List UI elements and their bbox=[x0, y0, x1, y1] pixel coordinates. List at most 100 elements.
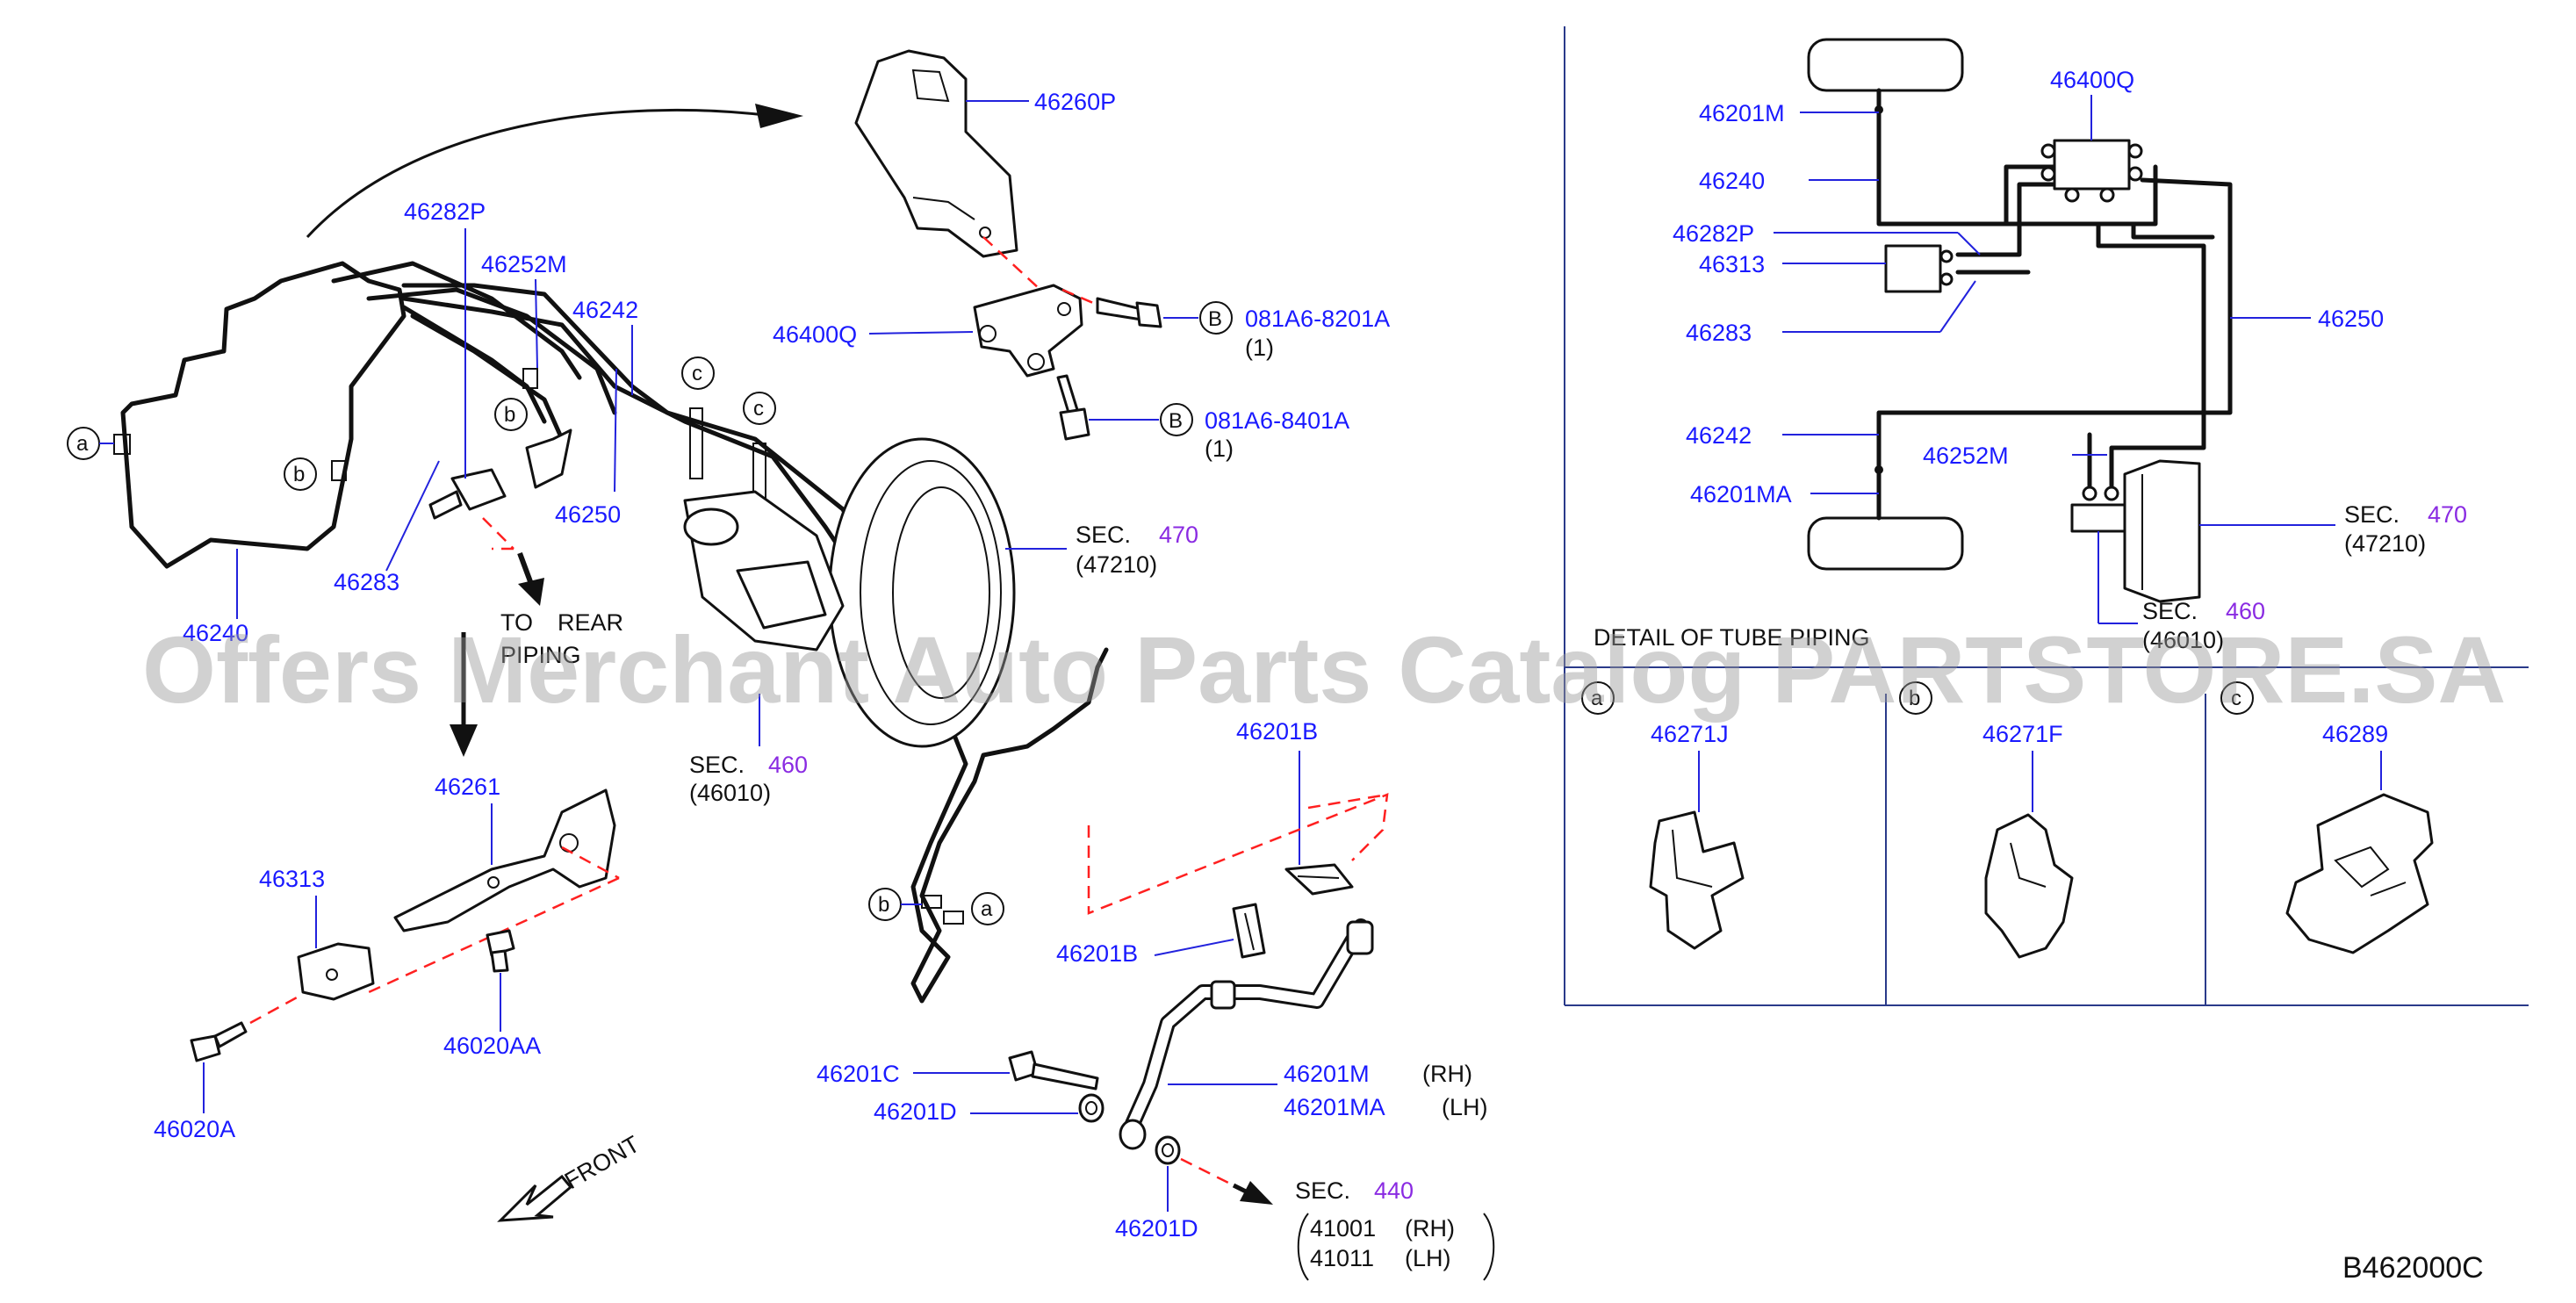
schem-label-46240: 46240 bbox=[1699, 168, 1765, 194]
piping-schematic bbox=[1564, 26, 2529, 1006]
callout-a-hose bbox=[971, 892, 1004, 925]
svg-text:a: a bbox=[76, 432, 89, 456]
front-arrow bbox=[497, 1174, 573, 1222]
svg-text:b: b bbox=[1909, 687, 1920, 710]
schem-label-46201m: 46201M bbox=[1699, 100, 1785, 126]
brake-tubes-main bbox=[120, 261, 1109, 1004]
label-46020a: 46020A bbox=[154, 1116, 235, 1142]
svg-text:41011: 41011 bbox=[1310, 1245, 1374, 1271]
to-sec440-arrow bbox=[1240, 1181, 1273, 1205]
schem-label-46313: 46313 bbox=[1699, 251, 1765, 277]
svg-text:(46010): (46010) bbox=[2142, 627, 2224, 653]
clip-46201b-mid bbox=[1232, 903, 1266, 959]
callout-B-1 bbox=[1199, 301, 1233, 335]
bolt-46201c bbox=[1008, 1050, 1099, 1091]
svg-text:460: 460 bbox=[768, 752, 808, 778]
rear-wheel bbox=[1807, 516, 1964, 571]
label-46242: 46242 bbox=[572, 297, 638, 323]
brake-booster bbox=[828, 437, 1016, 748]
washer-46201d-a bbox=[1078, 1093, 1105, 1123]
watermark: Offers Merchant Auto Parts Catalog PARTS… bbox=[142, 616, 2506, 723]
svg-text:(1): (1) bbox=[1245, 335, 1274, 361]
valve-46400q bbox=[973, 284, 1083, 378]
brake-hose-46201m bbox=[1119, 918, 1374, 1150]
schem-label-46242: 46242 bbox=[1686, 422, 1752, 449]
clip-46271j bbox=[1649, 810, 1745, 950]
clip-callout-a bbox=[1581, 681, 1615, 715]
clip-label-46289: 46289 bbox=[2322, 721, 2388, 747]
svg-text:B: B bbox=[1169, 409, 1183, 433]
to-rear-arrow bbox=[517, 551, 534, 586]
bracket-46260p bbox=[854, 49, 1018, 258]
label-46201c: 46201C bbox=[817, 1061, 900, 1087]
detail-title: DETAIL OF TUBE PIPING bbox=[1594, 624, 1870, 651]
callout-b-left bbox=[284, 457, 317, 491]
clip-callout-c bbox=[2220, 681, 2254, 715]
svg-text:(47210): (47210) bbox=[1076, 551, 1157, 578]
svg-text:(1): (1) bbox=[1205, 436, 1234, 462]
label-081a6-8201a: 081A6-8201A bbox=[1245, 306, 1390, 332]
schem-label-46283: 46283 bbox=[1686, 320, 1752, 346]
clip-callout-b bbox=[1899, 681, 1932, 715]
note-to-rear: TO bbox=[500, 609, 533, 636]
bolt-081a6-8401a bbox=[1056, 374, 1090, 441]
clip-46289 bbox=[2285, 793, 2434, 954]
junction-46282p bbox=[428, 428, 572, 520]
svg-text:(LH): (LH) bbox=[1405, 1245, 1451, 1271]
svg-text:B: B bbox=[1208, 307, 1222, 331]
svg-text:a: a bbox=[981, 897, 993, 921]
clip-label-46271f: 46271F bbox=[1982, 721, 2063, 747]
label-46313: 46313 bbox=[259, 866, 325, 892]
label-46201b-mid: 46201B bbox=[1056, 940, 1138, 967]
label-46250: 46250 bbox=[555, 501, 621, 528]
label-46201ma: 46201MA bbox=[1284, 1094, 1385, 1120]
svg-text:41001: 41001 bbox=[1310, 1215, 1376, 1242]
arrowhead bbox=[755, 104, 803, 128]
diagram-code: B462000C bbox=[2342, 1251, 2484, 1285]
label-sec470-main: SEC. bbox=[1076, 522, 1131, 548]
direction-arrow bbox=[306, 108, 774, 239]
bolt-46020a bbox=[190, 1021, 248, 1062]
callout-c-2 bbox=[743, 392, 776, 425]
svg-text:460: 460 bbox=[2226, 598, 2265, 624]
label-46201b-top: 46201B bbox=[1236, 718, 1318, 745]
svg-text:470: 470 bbox=[2428, 501, 2467, 528]
schem-label-46250: 46250 bbox=[2318, 306, 2384, 332]
front-wheel bbox=[1807, 38, 1964, 92]
label-46400q: 46400Q bbox=[773, 321, 857, 348]
note-front: FRONT bbox=[560, 1131, 644, 1194]
down-arrow bbox=[450, 724, 478, 757]
clip-46271f bbox=[1984, 813, 2074, 959]
svg-text:b: b bbox=[293, 463, 305, 486]
schem-label-46400q: 46400Q bbox=[2050, 67, 2134, 93]
bracket-46261 bbox=[393, 788, 616, 932]
note-piping: PIPING bbox=[500, 642, 581, 668]
bolt-46020aa bbox=[486, 929, 515, 973]
schem-label-sec460: SEC. bbox=[2142, 598, 2198, 624]
label-46201m: 46201M bbox=[1284, 1061, 1370, 1087]
svg-text:b: b bbox=[504, 403, 515, 427]
label-sec460-main: SEC. bbox=[689, 752, 745, 778]
label-46252m: 46252M bbox=[481, 251, 567, 277]
label-46020aa: 46020AA bbox=[443, 1033, 541, 1059]
schem-label-46252m: 46252M bbox=[1923, 443, 2009, 469]
master-cylinder bbox=[683, 490, 845, 652]
label-46282p: 46282P bbox=[404, 198, 486, 225]
svg-text:b: b bbox=[878, 893, 889, 917]
label-46201d-a: 46201D bbox=[874, 1098, 957, 1125]
svg-text:(46010): (46010) bbox=[689, 780, 771, 806]
bolt-081a6-8201a bbox=[1096, 297, 1162, 328]
svg-text:a: a bbox=[1591, 687, 1603, 710]
part-46313 bbox=[297, 942, 375, 1001]
clip-label-46271j: 46271J bbox=[1651, 721, 1729, 747]
schem-label-46201ma: 46201MA bbox=[1690, 481, 1792, 508]
schem-label-sec470: SEC. bbox=[2344, 501, 2400, 528]
callout-c-1 bbox=[681, 356, 715, 390]
svg-text:(LH): (LH) bbox=[1442, 1094, 1488, 1120]
schem-label-46282p: 46282P bbox=[1673, 220, 1754, 247]
washer-46201d-b bbox=[1155, 1135, 1181, 1165]
label-46260p: 46260P bbox=[1034, 89, 1116, 115]
svg-text:c: c bbox=[692, 362, 702, 385]
label-sec440: SEC. bbox=[1295, 1177, 1350, 1204]
